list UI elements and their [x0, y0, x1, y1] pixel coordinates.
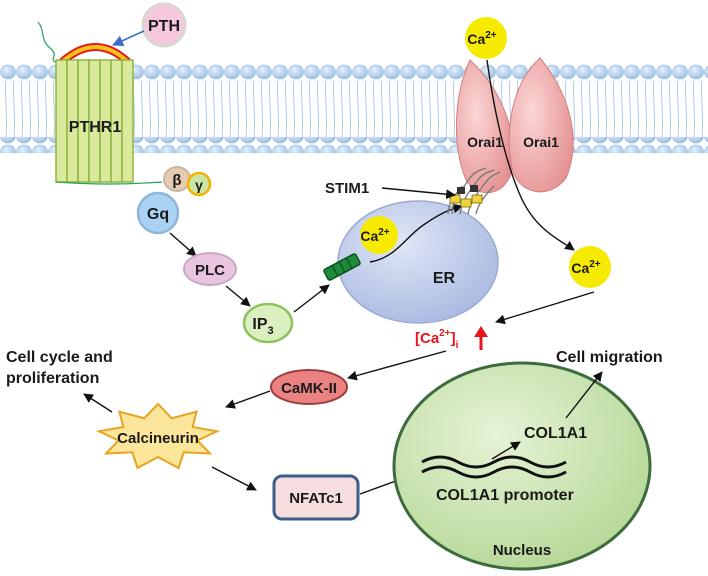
ca-ion-top: Ca2+ [465, 17, 507, 59]
orai1-right: Orai1 [508, 57, 574, 193]
cell-migration-label: Cell migration [556, 349, 663, 366]
arrow-ca-to-cai [495, 291, 595, 325]
ca-ion-er: Ca2+ [360, 216, 398, 254]
pth-label: PTH [148, 18, 180, 35]
arrow-calcineurin-nfatc1 [211, 466, 257, 491]
nucleus-label: Nucleus [493, 542, 551, 559]
cell-cycle-label: Cell cycle and [6, 349, 113, 366]
plc-node: PLC [183, 252, 237, 286]
orai1-right-label: Orai1 [523, 134, 559, 150]
gq-node: Gq [136, 191, 180, 235]
svg-text:Ca2+: Ca2+ [467, 30, 496, 47]
nucleus-node: Nucleus [392, 361, 652, 571]
stim1-label: STIM1 [325, 180, 369, 197]
transmembrane-helix [121, 59, 134, 183]
ip3-receptor-icon [323, 253, 361, 281]
beta-subunit: β [163, 166, 191, 192]
orai1-left-label: Orai1 [467, 134, 503, 150]
arrow-stim1 [381, 187, 456, 200]
proliferation-label: proliferation [6, 370, 99, 387]
ca-ion-cytosol: Ca2+ [569, 246, 611, 288]
calcineurin-node: Calcineurin [95, 402, 221, 470]
beta-label: β [172, 172, 181, 189]
camk-ii-label: CaMK-II [281, 380, 337, 397]
er-label: ER [433, 270, 456, 287]
cai-label: [Ca2+]i [415, 328, 459, 351]
pthr1-receptor: PTHR1 [37, 21, 163, 185]
pthr1-label: PTHR1 [69, 119, 122, 136]
col1a1-label: COL1A1 [524, 425, 587, 442]
ip3-node: IP3 [242, 302, 294, 344]
orai1-left: Orai1 [455, 59, 514, 194]
receptor-tail-icon [37, 21, 57, 63]
ip3-label: IP3 [252, 316, 273, 337]
arrow-cai-camk [347, 350, 447, 381]
pth-node: PTH [141, 2, 187, 48]
er-node: ER [337, 200, 499, 324]
calcineurin-label: Calcineurin [117, 430, 199, 447]
nfatc1-label: NFATc1 [289, 490, 343, 507]
col1a1-promoter-label: COL1A1 promoter [436, 487, 574, 504]
svg-text:Ca2+: Ca2+ [571, 259, 600, 276]
gamma-label: γ [195, 177, 203, 193]
plc-label: PLC [195, 262, 225, 279]
arrow-gq-plc [169, 232, 197, 257]
transmembrane-helix [55, 59, 68, 183]
arrow-col1a1-migration [565, 371, 603, 419]
gq-label: Gq [147, 206, 169, 223]
pth-binding-arrow [111, 30, 145, 46]
arrow-camk-calcineurin [225, 390, 271, 409]
arrow-plc-ip3 [225, 285, 251, 307]
arrow-calcineurin-cellcycle [83, 393, 113, 413]
nfatc1-node: NFATc1 [272, 474, 360, 521]
arrow-promoter-col1a1 [491, 441, 521, 460]
svg-text:Ca2+: Ca2+ [360, 227, 389, 244]
arrow-ip3-receptor [293, 284, 330, 313]
increase-arrow-icon [474, 326, 488, 350]
dna-strand-icon [421, 455, 567, 479]
intracellular-calcium-node: [Ca2+]i [415, 326, 488, 351]
arrow-ca-store-depletion [369, 203, 463, 263]
arrow-ca-influx [486, 59, 575, 251]
camk-ii-node: CaMK-II [270, 369, 348, 405]
gamma-subunit: γ [186, 171, 212, 197]
